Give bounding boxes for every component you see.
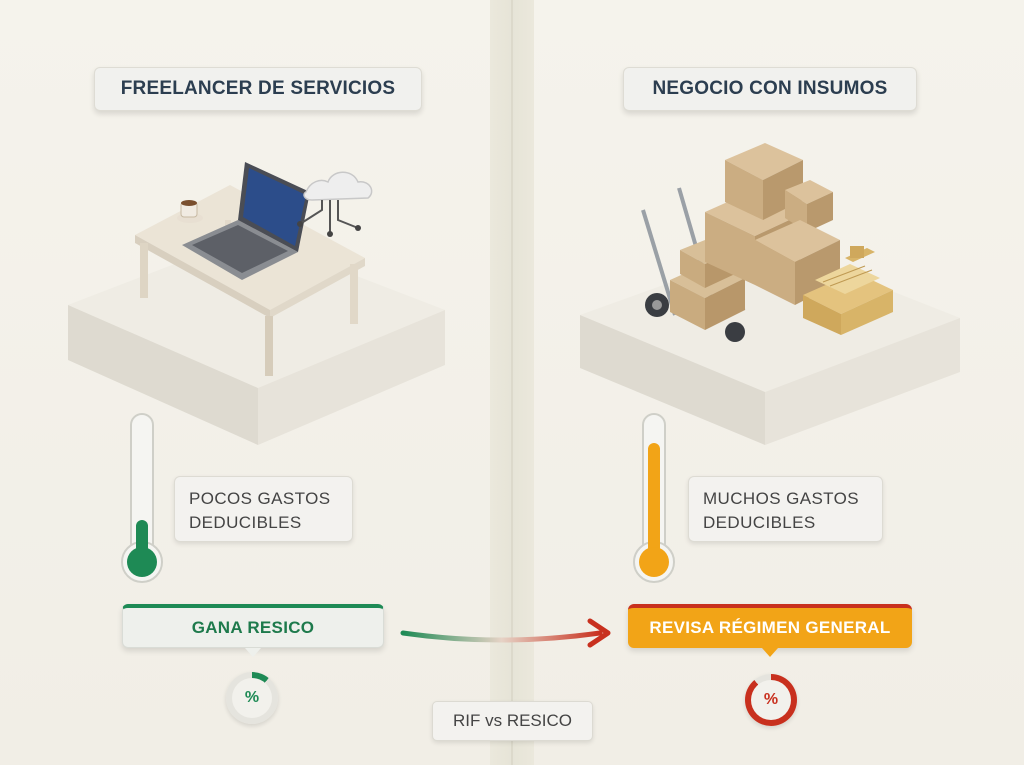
cash-register-icon bbox=[803, 246, 893, 335]
arrow-icon bbox=[400, 618, 611, 648]
platform-left-side bbox=[68, 305, 258, 445]
muchos-gastos-note: MUCHOS GASTOS DEDUCIBLES bbox=[688, 476, 883, 542]
percent-symbol: % bbox=[751, 680, 791, 720]
note-line-1: POCOS GASTOS bbox=[189, 489, 331, 508]
platform-top bbox=[68, 235, 445, 388]
gana-resico-badge: GANA RESICO bbox=[122, 604, 384, 648]
coffee-cup-icon bbox=[177, 200, 203, 223]
percent-gauge-icon-left: % bbox=[226, 672, 278, 724]
revisa-regimen-tail bbox=[762, 648, 778, 657]
negocio-illustration bbox=[580, 143, 960, 445]
gana-resico-tail bbox=[245, 648, 261, 657]
negocio-title: NEGOCIO CON INSUMOS bbox=[623, 67, 917, 111]
thermometer-icon-right bbox=[633, 413, 675, 583]
percent-symbol: % bbox=[232, 678, 272, 718]
percent-gauge-icon-right: % bbox=[745, 674, 797, 726]
freelancer-title: FREELANCER DE SERVICIOS bbox=[94, 67, 422, 111]
freelancer-desk-illustration bbox=[68, 162, 445, 445]
cloud-network-icon bbox=[297, 171, 373, 237]
pocos-gastos-note: POCOS GASTOS DEDUCIBLES bbox=[174, 476, 353, 542]
rif-vs-resico-tag: RIF vs RESICO bbox=[432, 701, 593, 741]
boxes-icon bbox=[670, 143, 840, 330]
note-line-2: DEDUCIBLES bbox=[189, 513, 302, 532]
note-line-2: DEDUCIBLES bbox=[703, 513, 816, 532]
laptop-icon bbox=[182, 162, 310, 280]
platform-left-side bbox=[580, 315, 765, 445]
revisa-regimen-badge: REVISA RÉGIMEN GENERAL bbox=[628, 604, 912, 648]
thermometer-icon-left bbox=[121, 413, 163, 583]
center-divider-line bbox=[511, 0, 513, 765]
platform-right-side bbox=[258, 310, 445, 445]
note-line-1: MUCHOS GASTOS bbox=[703, 489, 860, 508]
platform-right-side bbox=[765, 318, 960, 445]
